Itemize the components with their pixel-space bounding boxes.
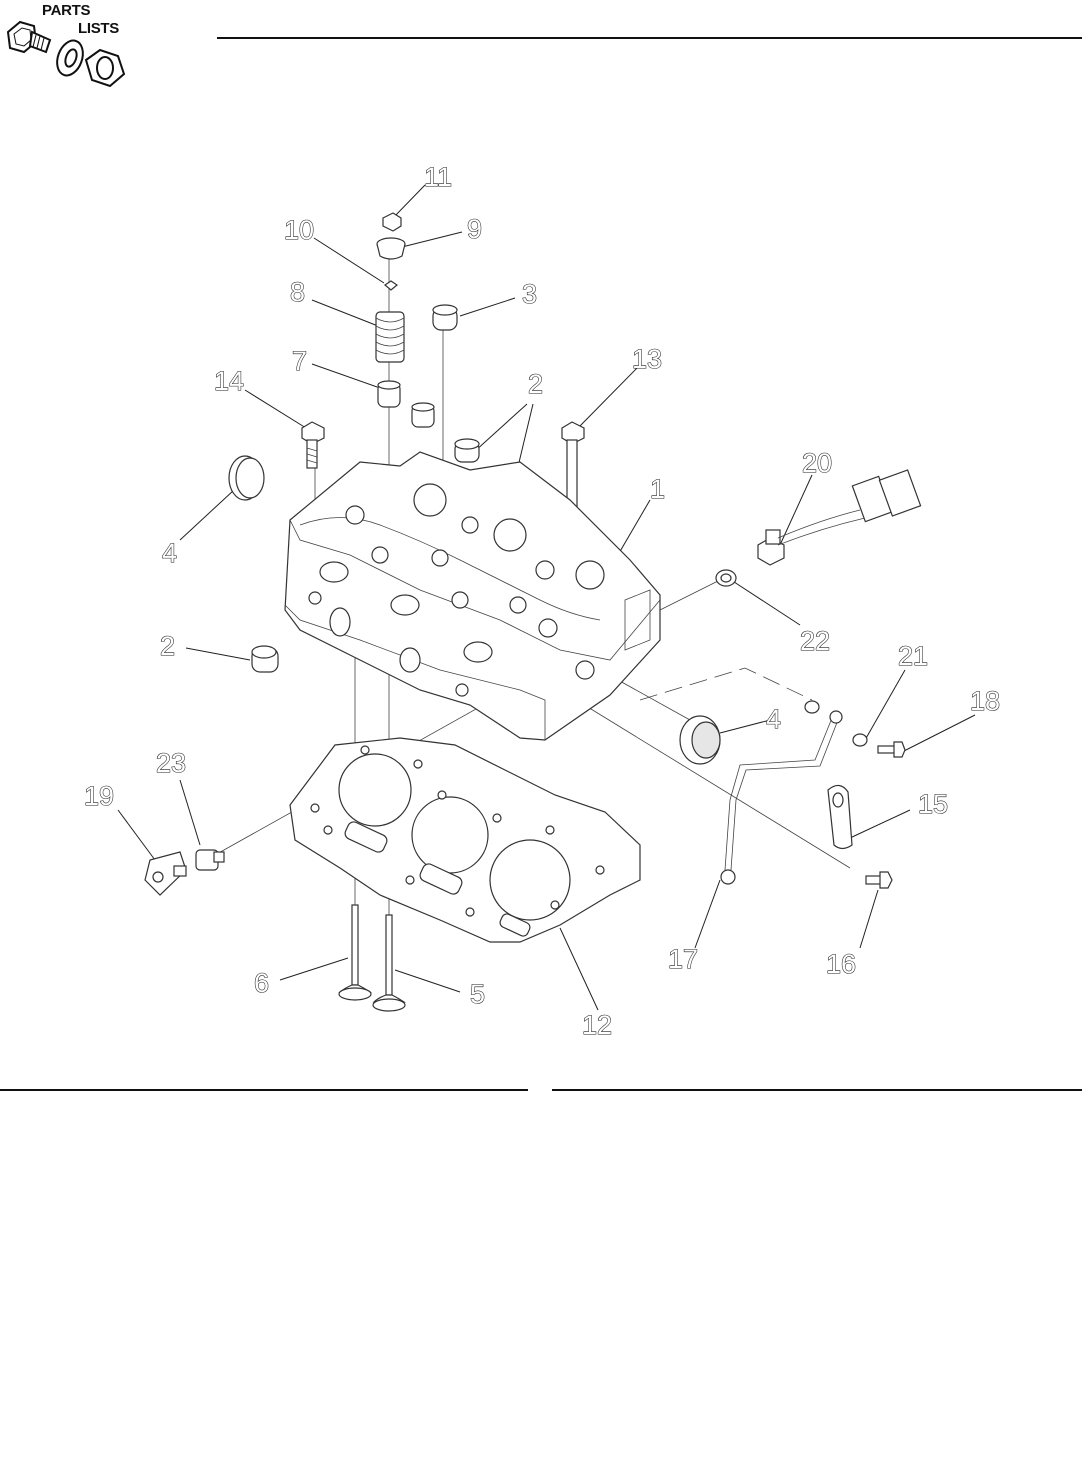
part-1-cylinder-head	[284, 451, 661, 741]
callout-15: 15	[918, 789, 948, 819]
callout-9: 9	[467, 214, 482, 244]
part-22-sealing-washer	[715, 569, 737, 587]
part-21-washers	[804, 700, 868, 747]
part-11-valve-cap	[382, 212, 402, 232]
part-5-intake-valve	[372, 914, 406, 1012]
callout-21: 21	[898, 641, 928, 671]
part-4-expansion-plug	[228, 455, 265, 501]
callout-12: 12	[582, 1010, 612, 1040]
part-8-valve-spring	[375, 311, 405, 363]
part-10-valve-cotter	[383, 280, 399, 291]
callout-18: 18	[970, 686, 1000, 716]
callout-4-left: 4	[162, 538, 177, 568]
callout-16: 16	[826, 949, 856, 979]
part-6-exhaust-valve	[338, 904, 372, 1001]
callout-7: 7	[292, 346, 307, 376]
part-20-sender-with-connector	[757, 469, 922, 566]
callout-17: 17	[668, 944, 698, 974]
callout-11: 11	[424, 162, 452, 192]
callout-labels: 11 9 10 8 3 7 13 2 14 20 1 4 22 2 21 18 …	[83, 161, 1000, 1040]
valve-stem-seal-second	[411, 402, 435, 428]
part-19-oil-pressure-switch	[144, 851, 187, 896]
part-7-stem-seal	[377, 380, 401, 408]
callout-8: 8	[290, 277, 305, 307]
callout-13: 13	[632, 344, 662, 374]
logo-text-parts: PARTS	[42, 2, 91, 19]
callout-3: 3	[522, 279, 537, 309]
parts-lists-logo: PARTS LISTS	[0, 0, 150, 100]
part-18-screw	[877, 741, 906, 758]
logo-text-lists: LISTS	[78, 20, 120, 37]
footer-rule-right	[552, 1089, 1082, 1091]
callout-22: 22	[800, 626, 830, 656]
part-16-bolt	[865, 871, 893, 889]
bolt-washer-nut-icon	[6, 20, 126, 88]
callout-19: 19	[84, 781, 114, 811]
part-9-spring-retainer	[376, 237, 406, 260]
callout-23: 23	[156, 748, 186, 778]
part-12-head-gasket	[289, 737, 641, 943]
callout-14: 14	[214, 366, 244, 396]
callout-10: 10	[284, 215, 314, 245]
part-17-fuel-line	[720, 710, 843, 885]
part-23-adapter-fitting	[195, 849, 225, 871]
part-4-large-seal	[679, 715, 721, 765]
callout-5: 5	[470, 979, 485, 1009]
callout-2-upper: 2	[528, 369, 543, 399]
callout-4-right: 4	[766, 704, 781, 734]
part-14-bolt	[301, 421, 325, 469]
footer-rule-left	[0, 1089, 528, 1091]
part-15-lifting-bracket	[827, 784, 853, 850]
header-rule	[217, 37, 1082, 39]
callout-6: 6	[254, 968, 269, 998]
callout-20: 20	[802, 448, 832, 478]
part-2-plug-lower	[251, 645, 279, 673]
part-3-cap	[432, 304, 458, 331]
callout-1: 1	[650, 474, 665, 504]
callout-2-lower: 2	[160, 631, 175, 661]
